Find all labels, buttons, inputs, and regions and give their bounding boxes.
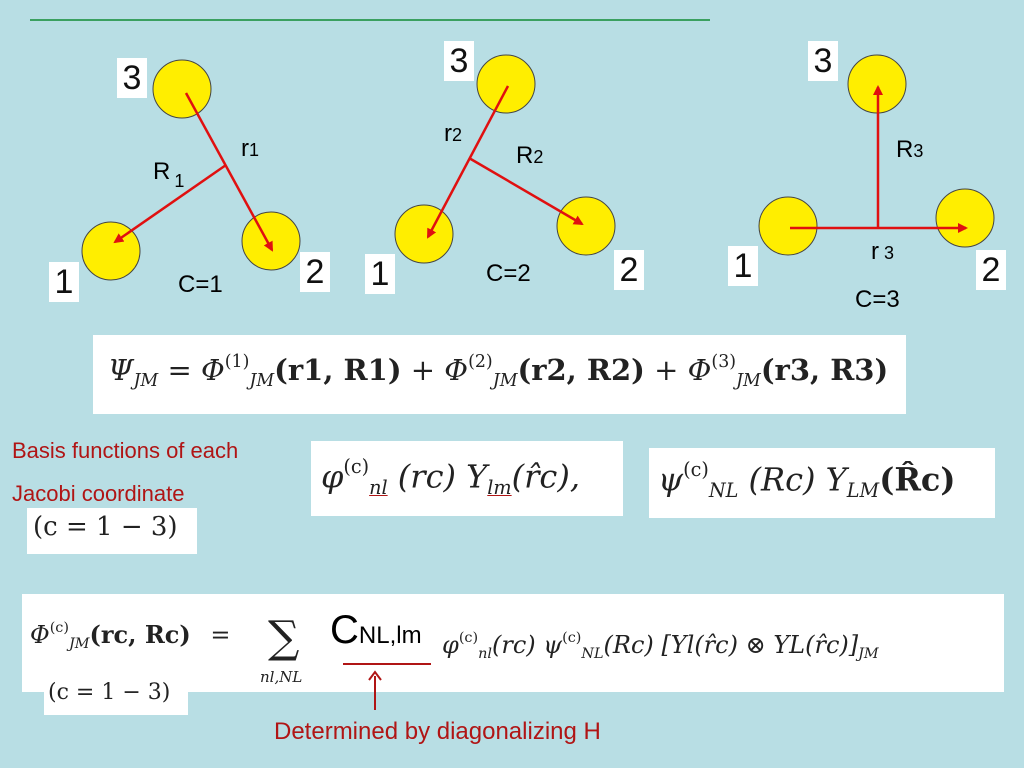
- particle-2: [556, 196, 616, 256]
- label-r1: r1: [241, 135, 260, 162]
- particle-3: [152, 59, 212, 119]
- particle-3: [476, 54, 536, 114]
- particle-1: [758, 196, 818, 256]
- basis-caption-line2: Jacobi coordinate: [12, 481, 185, 506]
- particle-label-3: 3: [444, 41, 474, 81]
- basis-big-box: [649, 448, 995, 518]
- basis-big-equation: ψ(c)NL (Rc) YLM(R̂c): [658, 458, 956, 503]
- particle-label-3: 3: [117, 58, 147, 98]
- basis-caption-line1: Basis functions of each: [12, 438, 239, 463]
- total-wavefunction-box: [93, 335, 906, 414]
- particle-label-3: 3: [808, 41, 838, 81]
- expansion-equation-rhs: φ(c)nl(rc) ψ(c)NL(Rc) [Yl(r̂c) ⊗ YL(r̂c)…: [442, 630, 879, 662]
- particle-label-1: 1: [49, 262, 79, 302]
- arrow-R2: [468, 156, 584, 226]
- particle-2: [935, 188, 995, 248]
- particle-1: [394, 204, 454, 264]
- crange-box-1: [27, 508, 197, 554]
- particle-label-1: 1: [365, 254, 395, 294]
- particle-label-2: 2: [300, 252, 330, 292]
- particle-label-2: 2: [614, 250, 644, 290]
- particle-2: [241, 211, 301, 271]
- diagram-c2: [394, 54, 616, 264]
- up-arrow-icon: [368, 670, 382, 710]
- crange-box-2: [44, 673, 188, 715]
- sum-index: nl,NL: [260, 668, 303, 686]
- crange-1: (c = 1 − 3): [33, 512, 178, 542]
- particle-1: [81, 221, 141, 281]
- arrow-r1: [184, 92, 274, 252]
- particle-label-2: 2: [976, 250, 1006, 290]
- coefficient-underline: [343, 663, 431, 665]
- label-R2: R2: [516, 142, 544, 169]
- basis-small-box: [311, 441, 623, 516]
- label-c2: C=2: [486, 260, 531, 287]
- crange-2: (c = 1 − 3): [48, 680, 171, 705]
- title-divider: [30, 19, 710, 21]
- jacobi-diagrams: [81, 54, 995, 281]
- label-c3: C=3: [855, 286, 900, 313]
- total-wavefunction-equation: ΨJM = Φ(1)JM(r1, R1) + Φ(2)JM(r2, R2) + …: [108, 352, 889, 392]
- expansion-equation: Φ(c)JM(rc, Rc) =: [30, 620, 231, 653]
- diagram-c1: [81, 59, 301, 281]
- arrow-R1: [113, 163, 227, 244]
- label-c1: C=1: [178, 271, 223, 298]
- basis-small-equation: φ(c)nl (rc) Ylm(r̂c),: [321, 455, 580, 500]
- sum-symbol: ∑: [268, 612, 300, 663]
- determined-caption: Determined by diagonalizing H: [274, 718, 601, 745]
- coefficient-label: CNL,lm: [330, 608, 422, 652]
- particle-label-1: 1: [728, 246, 758, 286]
- label-R3: R3: [896, 136, 924, 163]
- diagram-c3: [758, 54, 995, 256]
- label-r2: r2: [444, 120, 463, 147]
- arrow-r2: [426, 85, 510, 239]
